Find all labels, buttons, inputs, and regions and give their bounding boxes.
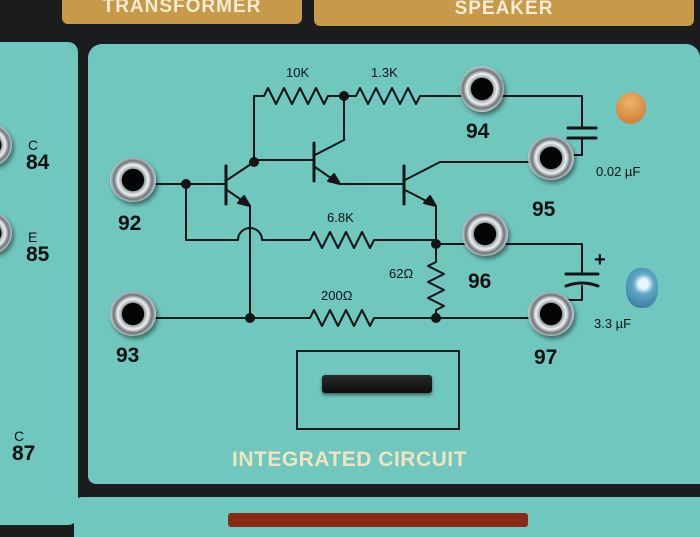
resistor-62-ohm [427, 243, 445, 319]
capacitor-3-3 [564, 281, 600, 288]
terminal-85-letter: E [28, 229, 38, 245]
terminal-97-label: 97 [534, 346, 558, 369]
terminal-92-jack[interactable] [110, 158, 156, 202]
resistor-200-ohm-label: 200Ω [321, 288, 353, 303]
resistor-1-3k-label: 1.3K [371, 65, 398, 80]
terminal-97-jack[interactable] [528, 292, 574, 336]
terminal-92-label: 92 [118, 212, 142, 235]
terminal-93-jack[interactable] [110, 292, 156, 336]
resistor-10k [253, 87, 345, 105]
resistor-200-ohm [135, 309, 551, 327]
resistor-6-8k-label: 6.8K [327, 210, 354, 225]
circuit-schematic: 10K 1.3K 6.8K 62Ω 200Ω 0.02 µF 3.3 µF + [127, 65, 640, 331]
integrated-circuit-label: INTEGRATED CIRCUIT [232, 448, 467, 471]
transformer-label: TRANSFORMER [102, 0, 262, 17]
resistor-10k-label: 10K [286, 65, 309, 80]
resistor-62-ohm-label: 62Ω [389, 266, 413, 281]
resistor-1-3k [343, 87, 479, 105]
terminal-87-number: 87 [12, 442, 36, 465]
terminal-84-letter: C [28, 137, 39, 153]
terminal-94-label: 94 [466, 120, 490, 143]
terminal-87-letter: C [14, 428, 25, 444]
capacitor-polarity-label: + [594, 249, 606, 271]
capacitor-3-3-label: 3.3 µF [594, 316, 631, 331]
electrolytic-capacitor [626, 268, 658, 308]
terminal-84-jack[interactable] [0, 124, 12, 166]
speaker-label: SPEAKER [454, 0, 554, 19]
terminal-96-jack[interactable] [462, 212, 508, 256]
speaker-tab: SPEAKER [314, 0, 694, 26]
terminal-93-label: 93 [116, 344, 140, 367]
terminal-85-number: 85 [26, 243, 50, 266]
left-panel: C 84 E 85 C 87 [0, 42, 78, 525]
resistor-6-8k [261, 231, 437, 249]
capacitor-0-02-label: 0.02 µF [596, 164, 640, 179]
terminal-84-number: 84 [26, 151, 50, 174]
terminal-94-jack[interactable] [460, 66, 504, 112]
bottom-red-component [228, 513, 528, 527]
ic-chip [322, 375, 432, 393]
terminal-96-label: 96 [468, 270, 492, 293]
terminal-95-label: 95 [532, 198, 556, 221]
capacitor-0-02 [566, 126, 598, 140]
integrated-circuit-panel [88, 44, 700, 484]
terminal-85-jack[interactable] [0, 212, 12, 254]
transformer-tab: TRANSFORMER [62, 0, 302, 24]
terminal-95-jack[interactable] [528, 136, 574, 180]
ic-socket-frame [296, 350, 460, 430]
